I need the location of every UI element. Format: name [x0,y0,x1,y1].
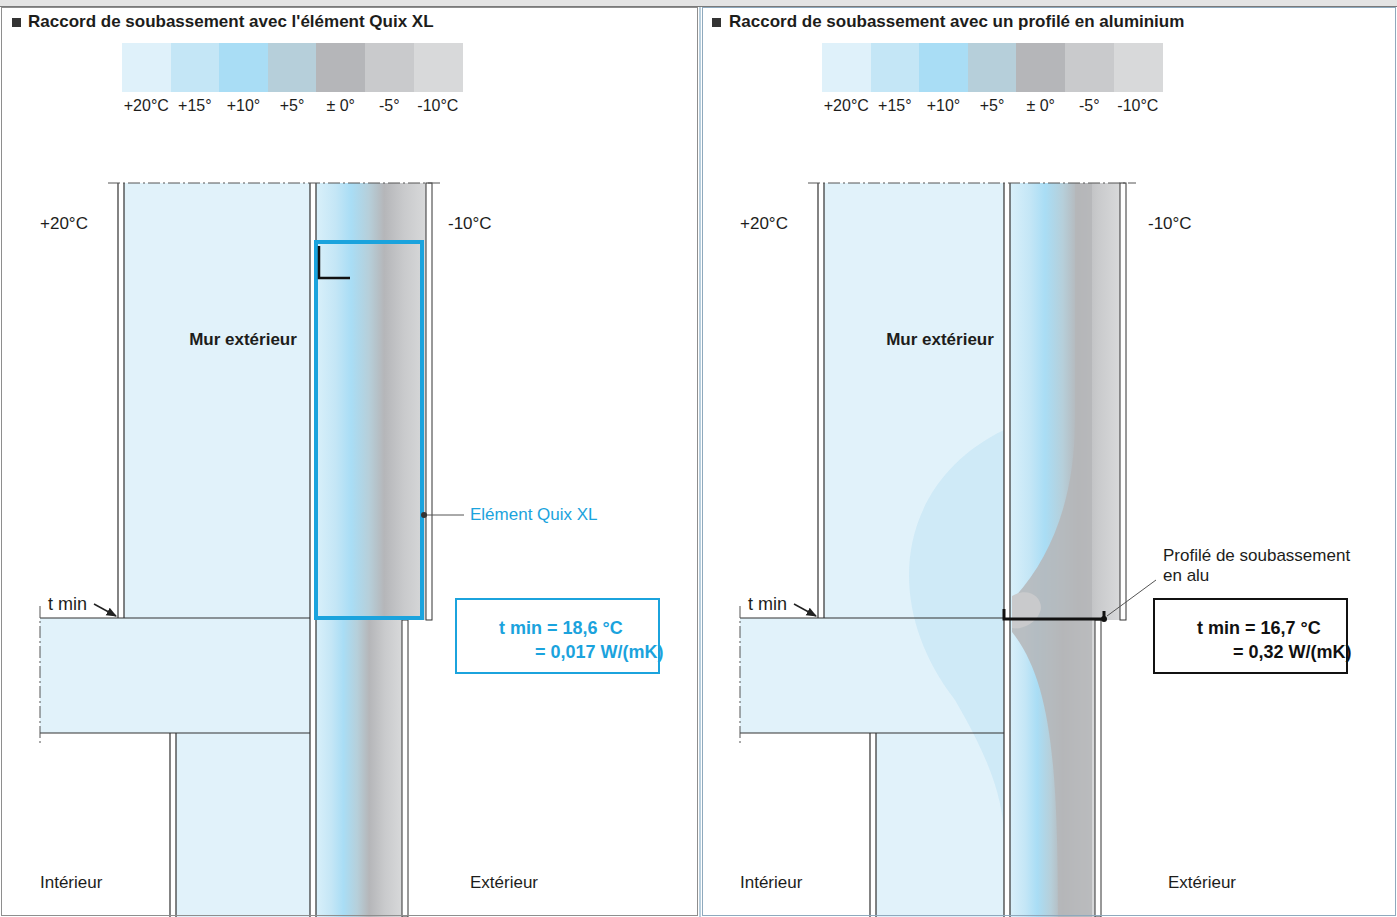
legend-swatch [365,43,414,92]
tmin-arrow [94,604,116,616]
lower-wall-fill [176,733,310,917]
legend-swatch [171,43,220,92]
legend-swatch [822,43,871,92]
wall-fill [124,183,310,618]
aluminium-detail [740,183,1156,917]
legend-swatch [219,43,268,92]
insulation-lower [316,620,402,917]
legend-swatch [122,43,171,92]
legend-label: -5° [359,97,419,115]
temperature-label: -10°C [448,214,492,234]
insulation-upper [316,183,426,620]
legend-swatch [871,43,920,92]
wall-label: Mur extérieur [850,330,1030,350]
result-value: = 0,32 W/(mK) [1197,640,1356,664]
tmin-marker: t min [48,594,87,614]
slab-fill [40,618,310,733]
wall-lines [40,183,316,917]
render-upper [426,183,432,620]
side-label: Intérieur [740,873,802,893]
tmin-marker: t min [748,594,787,614]
heading-bullet [12,18,21,27]
leader-dot [421,512,427,518]
result-box: t min = 16,7 °C= 0,32 W/(mK) [1153,598,1348,674]
top-strip [0,0,1397,6]
side-label: Extérieur [470,873,538,893]
legend-label: -5° [1059,97,1119,115]
legend-label: ± 0° [1011,97,1071,115]
render-lower [402,620,408,917]
wall-label: Mur extérieur [150,330,336,350]
legend-label: +20°C [816,97,876,115]
temperature-label: +20°C [40,214,88,234]
quix-element [316,242,422,618]
side-label: Extérieur [1168,873,1236,893]
legend-swatch [1114,43,1163,92]
wall-section: Mur extérieur [124,183,310,618]
tmin-arrow [794,604,816,616]
legend-label: +5° [962,97,1022,115]
legend-label: +15° [865,97,925,115]
result-value: t min = 16,7 °C [1197,616,1356,640]
legend-label: +15° [165,97,225,115]
break-line [40,183,442,745]
temperature-label: +20°C [740,214,788,234]
aluminium-profile [1004,609,1104,619]
part-label: Elément Quix XL [470,505,598,525]
wall-section: Mur extérieur [824,183,1004,618]
cold-bridge-zone [1012,592,1041,628]
bracket-profile [319,246,350,278]
leader-line [426,515,464,516]
wall-lines [740,183,1010,917]
lower-wall-fill [876,733,1004,917]
legend-swatch [268,43,317,92]
break-line [740,183,1136,745]
legend-label: +5° [262,97,322,115]
render-upper [1120,183,1126,620]
result-value: t min = 18,6 °C [499,616,668,640]
heading-bullet [712,18,721,27]
legend-label: +10° [914,97,974,115]
temperature-label: -10°C [1148,214,1192,234]
quix-detail [40,183,464,917]
legend-swatch [1016,43,1065,92]
legend-label: -10°C [1108,97,1168,115]
legend-swatch [919,43,968,92]
side-label: Intérieur [40,873,102,893]
result-box: t min = 18,6 °C= 0,017 W/(mK) [455,598,660,674]
panel-heading: Raccord de soubassement avec l'élément Q… [28,12,723,32]
legend-swatch [414,43,463,92]
legend-label: ± 0° [311,97,371,115]
legend-label: -10°C [408,97,468,115]
legend-label: +10° [214,97,274,115]
zero-degree-zone [1012,183,1092,917]
legend-swatch [316,43,365,92]
legend-swatch [1065,43,1114,92]
render-lower [1095,620,1101,917]
legend-label: +20°C [116,97,176,115]
legend-swatch [968,43,1017,92]
leader-line [1107,580,1156,616]
diagram-panel: Raccord de soubassement avec un profilé … [702,7,1396,916]
diagram-panel: Raccord de soubassement avec l'élément Q… [1,7,698,916]
result-value: = 0,017 W/(mK) [499,640,668,664]
part-label: Profilé de soubassement en alu [1163,546,1373,586]
leader-dot [1101,616,1107,622]
panel-heading: Raccord de soubassement avec un profilé … [729,12,1397,32]
panel-divider [699,7,701,917]
heat-plume [909,430,1004,840]
